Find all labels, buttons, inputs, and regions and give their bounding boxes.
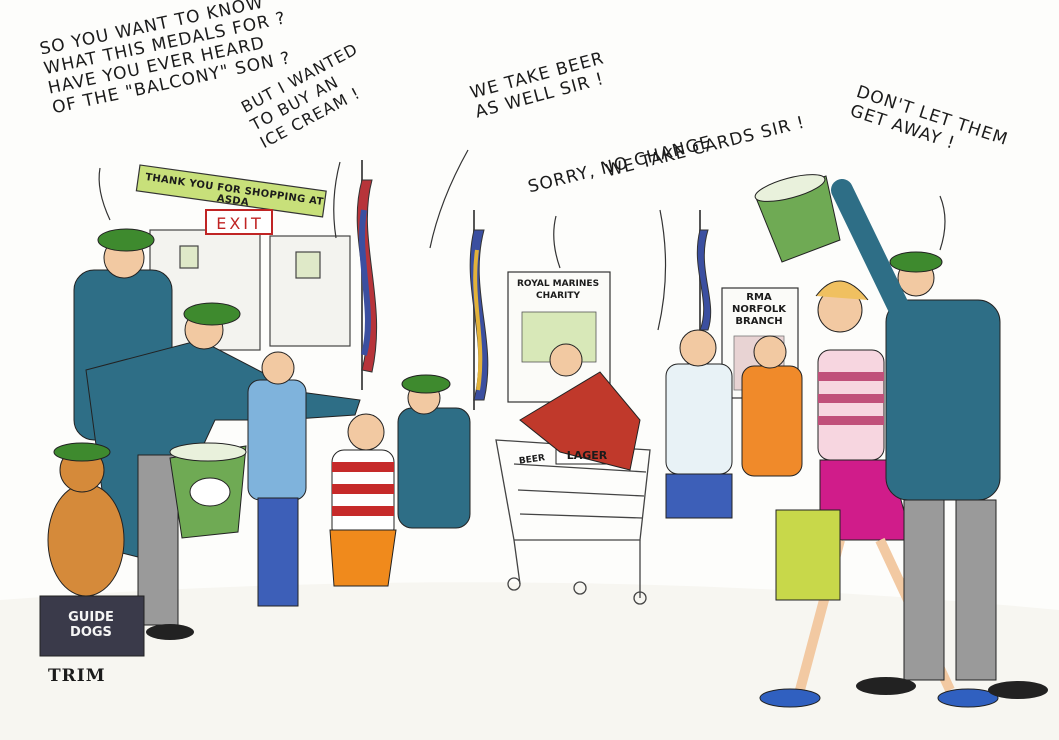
shop-back-wall xyxy=(149,229,351,351)
charity-sign-text: ROYAL MARINES CHARITY xyxy=(516,279,600,301)
veteran-seated xyxy=(397,374,471,529)
veteran-right xyxy=(831,179,1048,699)
guide-dogs-label: GUIDE DOGS xyxy=(68,610,114,640)
girl-red-stripes xyxy=(329,413,397,587)
flag-left xyxy=(356,160,378,390)
flag-right xyxy=(696,210,712,331)
thank-you-banner xyxy=(135,164,327,218)
guide-dog xyxy=(47,442,125,597)
shopping-bag xyxy=(775,509,841,601)
boy-blue-stripes xyxy=(247,351,307,607)
artist-signature: TRIM xyxy=(48,666,106,686)
man-orange-shirt xyxy=(741,335,803,477)
collection-bucket-left xyxy=(169,442,247,539)
rma-sign-text: RMA NORFOLK BRANCH xyxy=(731,292,787,327)
guide-dogs-box xyxy=(39,595,145,657)
man-white-tshirt xyxy=(665,329,733,519)
collection-bucket-raised xyxy=(754,174,841,263)
exit-sign-text: EXIT xyxy=(216,214,264,233)
flag-centre xyxy=(469,210,489,410)
lager-label: LAGER xyxy=(566,449,608,462)
speech-pointers xyxy=(98,149,946,331)
man-red-sweater xyxy=(519,343,641,471)
exit-sign xyxy=(205,209,273,235)
